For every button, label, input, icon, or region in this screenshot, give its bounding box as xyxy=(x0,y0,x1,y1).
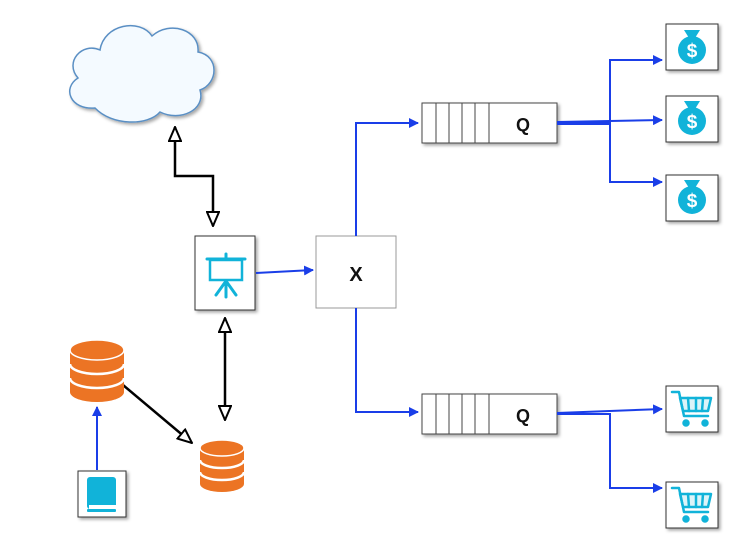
consumer-money-1[interactable]: $ xyxy=(665,23,719,71)
queue-1[interactable] xyxy=(421,102,558,144)
shopping-cart-icon xyxy=(670,390,713,427)
book-node[interactable] xyxy=(77,470,127,518)
exchange-node[interactable]: X xyxy=(315,235,397,309)
money-bag-icon: $ xyxy=(678,180,706,214)
consumer-money-2[interactable]: $ xyxy=(665,95,719,143)
svg-text:$: $ xyxy=(687,112,698,133)
arrow-exchange-queue-1 xyxy=(355,118,419,236)
money-bag-icon: $ xyxy=(678,101,706,135)
presentation-board-icon xyxy=(205,252,247,299)
consumer-cart-1[interactable] xyxy=(665,385,719,433)
database-icon[interactable] xyxy=(198,439,246,492)
arrows-queue-1-consumers xyxy=(556,55,663,187)
consumer-money-3[interactable]: $ xyxy=(665,174,719,222)
arrow-presentation-exchange xyxy=(255,265,314,276)
connector-cloud-presentation xyxy=(175,127,213,226)
money-bag-icon: $ xyxy=(678,30,706,64)
queue-2[interactable] xyxy=(421,393,558,435)
arrow-exchange-queue-2 xyxy=(355,308,419,417)
queue-2-label: Q xyxy=(516,406,530,426)
presentation-node[interactable] xyxy=(194,235,256,311)
consumer-cart-2[interactable] xyxy=(665,481,719,529)
arrows-queue-2-consumers xyxy=(556,404,663,493)
book-icon xyxy=(87,477,116,512)
database-icon[interactable] xyxy=(68,339,126,402)
exchange-label: X xyxy=(349,264,363,286)
connector-database-database xyxy=(122,384,192,443)
svg-text:$: $ xyxy=(687,191,698,212)
shopping-cart-icon xyxy=(670,486,713,523)
cloud-icon xyxy=(68,24,215,123)
svg-text:$: $ xyxy=(687,41,698,62)
queue-1-label: Q xyxy=(516,115,530,135)
